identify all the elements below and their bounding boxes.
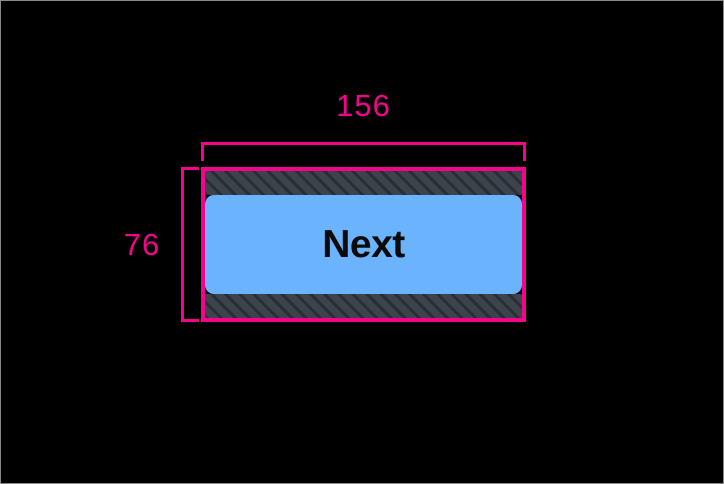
height-dimension-label: 76 <box>123 227 161 262</box>
width-bracket-bar <box>201 142 526 145</box>
next-button[interactable]: Next <box>205 195 522 294</box>
width-bracket-tick-right <box>523 142 526 161</box>
spacing-strip-bottom <box>205 294 522 318</box>
width-dimension-label: 156 <box>336 88 391 123</box>
height-bracket-tick-bottom <box>181 319 199 322</box>
width-dimension-bracket <box>201 142 526 161</box>
width-bracket-tick-left <box>201 142 204 161</box>
height-dimension-bracket <box>181 167 199 322</box>
spacing-strip-top <box>205 171 522 195</box>
height-bracket-bar <box>181 167 184 322</box>
element-highlight-box: Next <box>201 167 526 322</box>
height-bracket-tick-top <box>181 167 199 170</box>
